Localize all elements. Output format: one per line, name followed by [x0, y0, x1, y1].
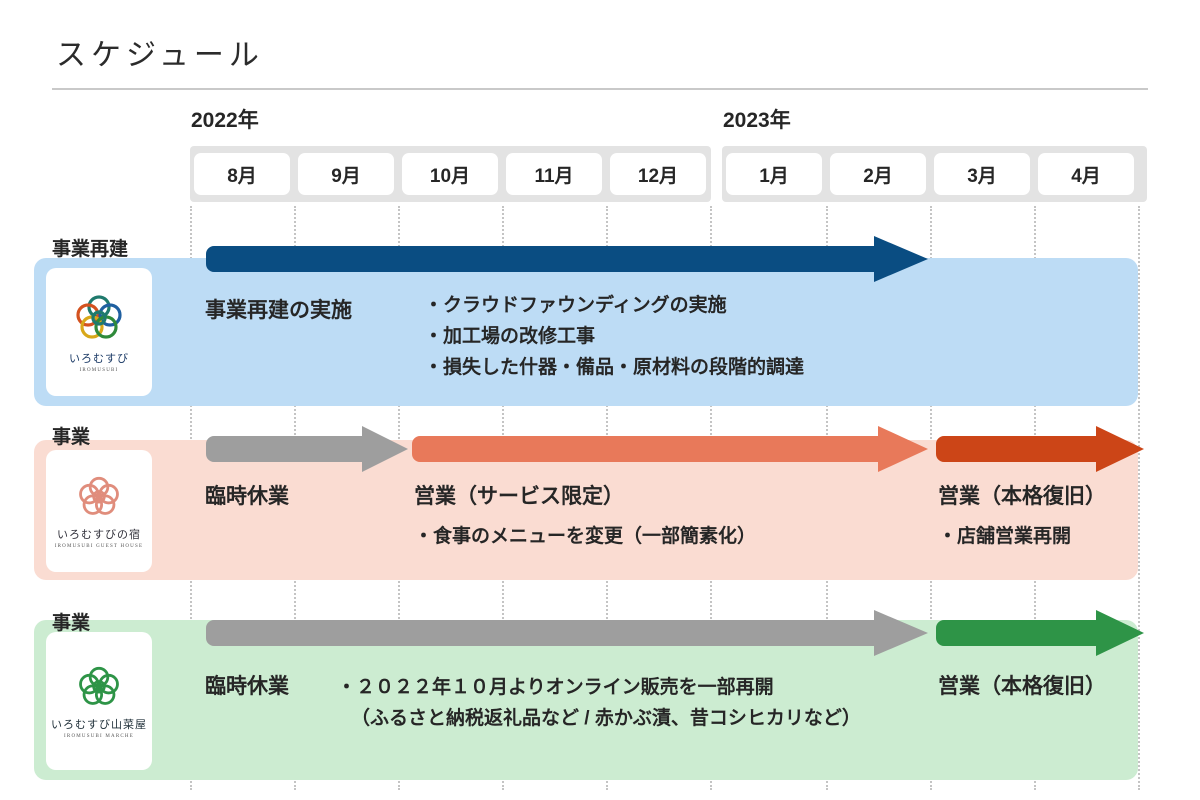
- gantt-bar-eigyou-service-limited[interactable]: [412, 424, 932, 474]
- month-cell-2022-08[interactable]: 8月: [194, 153, 290, 195]
- month-cell-2022-12[interactable]: 12月: [610, 153, 706, 195]
- logo-text-en: IROMUSUBI: [79, 368, 119, 373]
- month-cell-2022-11[interactable]: 11月: [506, 153, 602, 195]
- lane-band-marche: [34, 620, 1138, 780]
- logo-tile-marche: いろむすび山菜屋 IROMUSUBI MARCHE: [46, 632, 152, 770]
- gantt-bar-rinji-kyugyou-2[interactable]: [206, 424, 412, 474]
- lane2-bullet-1: ・食事のメニューを変更（一部簡素化）: [414, 526, 757, 547]
- gantt-bar-eigyou-full-recovery-3[interactable]: [936, 608, 1148, 658]
- lane1-bullet-3: ・損失した什器・備品・原材料の段階的調達: [424, 357, 805, 378]
- mizuhiki-knot-icon: [75, 663, 123, 712]
- lane2-bullets-3: ・店舗営業再開: [938, 521, 1071, 552]
- gridline: [1138, 206, 1140, 790]
- logo-text-jp: いろむすび山菜屋: [51, 719, 147, 731]
- lane2-bullets-2: ・食事のメニューを変更（一部簡素化）: [414, 521, 756, 552]
- lane1-bullets: ・クラウドファウンディングの実施 ・加工場の改修工事 ・損失した什器・備品・原材…: [424, 290, 804, 383]
- lane3-bullet-1: ・２０２２年１０月よりオンライン販売を一部再開: [337, 677, 774, 698]
- lane2-heading-1: 臨時休業: [205, 485, 289, 508]
- lane-caption-1: 事業再建: [52, 239, 129, 260]
- logo-text-en: IROMUSUBI GUEST HOUSE: [54, 544, 144, 549]
- lane2-heading-3: 営業（本格復旧）: [938, 485, 1106, 508]
- logo-text-en: IROMUSUBI MARCHE: [64, 734, 134, 739]
- lane1-heading: 事業再建の実施: [205, 299, 352, 322]
- lane3-bullets: ・２０２２年１０月よりオンライン販売を一部再開 （ふるさと納税返礼品など / 赤…: [337, 672, 861, 734]
- month-cell-2022-10[interactable]: 10月: [402, 153, 498, 195]
- month-cell-2023-03[interactable]: 3月: [934, 153, 1030, 195]
- mizuhiki-knot-icon: [75, 473, 123, 522]
- year-label-2022: 2022年: [191, 109, 259, 132]
- logo-text-jp: いろむすび: [69, 353, 129, 365]
- mizuhiki-knot-icon: [72, 291, 126, 346]
- logo-tile-iromusubi: いろむすび IROMUSUBI: [46, 268, 152, 396]
- title-divider: [52, 88, 1148, 90]
- lane1-bullet-1: ・クラウドファウンディングの実施: [424, 295, 727, 316]
- lane-caption-3: 事業: [52, 613, 91, 634]
- gantt-bar-rinji-kyugyou-3[interactable]: [206, 608, 932, 658]
- month-cell-2023-01[interactable]: 1月: [726, 153, 822, 195]
- page-title: スケジュール: [56, 39, 264, 72]
- lane2-heading-2: 営業（サービス限定）: [414, 485, 624, 508]
- lane-caption-2: 事業: [52, 427, 91, 448]
- lane3-heading-1: 臨時休業: [205, 675, 289, 698]
- month-cell-2022-09[interactable]: 9月: [298, 153, 394, 195]
- gantt-bar-eigyou-full-recovery-2[interactable]: [936, 424, 1148, 474]
- gantt-bar-jigyou-saiken[interactable]: [206, 234, 932, 284]
- lane3-bullet-2: （ふるさと納税返礼品など / 赤かぶ漬、昔コシヒカリなど）: [351, 708, 861, 729]
- lane2-bullet-2: ・店舗営業再開: [938, 526, 1072, 547]
- logo-tile-guest-house: いろむすびの宿 IROMUSUBI GUEST HOUSE: [46, 450, 152, 572]
- lane-band-guest-house: [34, 440, 1138, 580]
- month-cell-2023-04[interactable]: 4月: [1038, 153, 1134, 195]
- lane1-bullet-2: ・加工場の改修工事: [424, 326, 596, 347]
- year-label-2023: 2023年: [723, 109, 791, 132]
- lane-band-business-rebuild: [34, 258, 1138, 406]
- month-cell-2023-02[interactable]: 2月: [830, 153, 926, 195]
- logo-text-jp: いろむすびの宿: [57, 529, 141, 541]
- month-band-2023: 1月 2月 3月 4月: [722, 146, 1147, 202]
- month-band-2022: 8月 9月 10月 11月 12月: [190, 146, 711, 202]
- lane3-heading-2: 営業（本格復旧）: [938, 675, 1106, 698]
